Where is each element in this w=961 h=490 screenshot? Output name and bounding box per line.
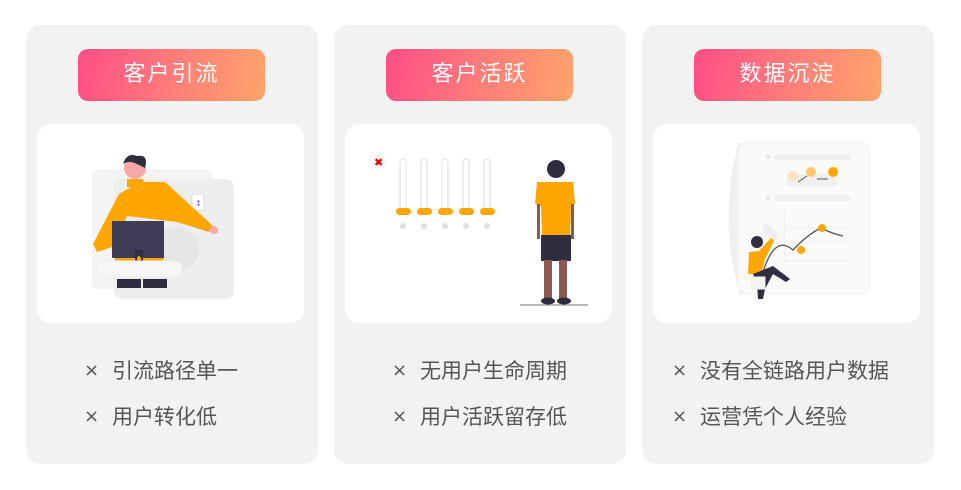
- pain-point-item: × 用户活跃留存低: [392, 393, 626, 439]
- cross-icon: ×: [392, 359, 408, 381]
- pain-point-text: 无用户生命周期: [420, 359, 567, 383]
- svg-text:✖: ✖: [374, 156, 383, 169]
- pain-point-item: × 用户转化低: [84, 393, 318, 439]
- panel-customer-acquisition: 客户引流 ↕ × 引流路径单一: [26, 25, 318, 464]
- cross-icon: ×: [672, 405, 688, 427]
- pain-point-item: × 运营凭个人经验: [672, 393, 934, 439]
- panel-title-badge: 客户引流: [78, 49, 265, 101]
- pain-point-text: 用户活跃留存低: [420, 405, 567, 429]
- svg-text:↕: ↕: [195, 199, 202, 208]
- pain-points-list: × 没有全链路用户数据 × 运营凭个人经验: [672, 347, 934, 439]
- person-climbing-chart-illustration: [653, 124, 920, 323]
- panel-title-badge: 客户活跃: [386, 49, 573, 101]
- panel-data-accumulation: 数据沉淀 × 没有全: [642, 25, 934, 464]
- pain-points-list: × 无用户生命周期 × 用户活跃留存低: [392, 347, 626, 439]
- cross-icon: ×: [84, 359, 100, 381]
- person-presenting-monitor-illustration: ↕: [37, 124, 304, 323]
- cross-icon: ×: [672, 359, 688, 381]
- pain-point-text: 引流路径单一: [112, 359, 238, 383]
- cross-icon: ×: [392, 405, 408, 427]
- person-viewing-sliders-illustration: ✖: [345, 124, 612, 323]
- panel-customer-activity: 客户活跃 ✖: [334, 25, 626, 464]
- pain-points-list: × 引流路径单一 × 用户转化低: [84, 347, 318, 439]
- pain-point-text: 没有全链路用户数据: [700, 359, 889, 383]
- pain-point-item: × 引流路径单一: [84, 347, 318, 393]
- pain-point-text: 用户转化低: [112, 405, 217, 429]
- cross-icon: ×: [84, 405, 100, 427]
- pain-point-item: × 没有全链路用户数据: [672, 347, 934, 393]
- pain-point-item: × 无用户生命周期: [392, 347, 626, 393]
- panel-title-badge: 数据沉淀: [694, 49, 881, 101]
- pain-point-text: 运营凭个人经验: [700, 405, 847, 429]
